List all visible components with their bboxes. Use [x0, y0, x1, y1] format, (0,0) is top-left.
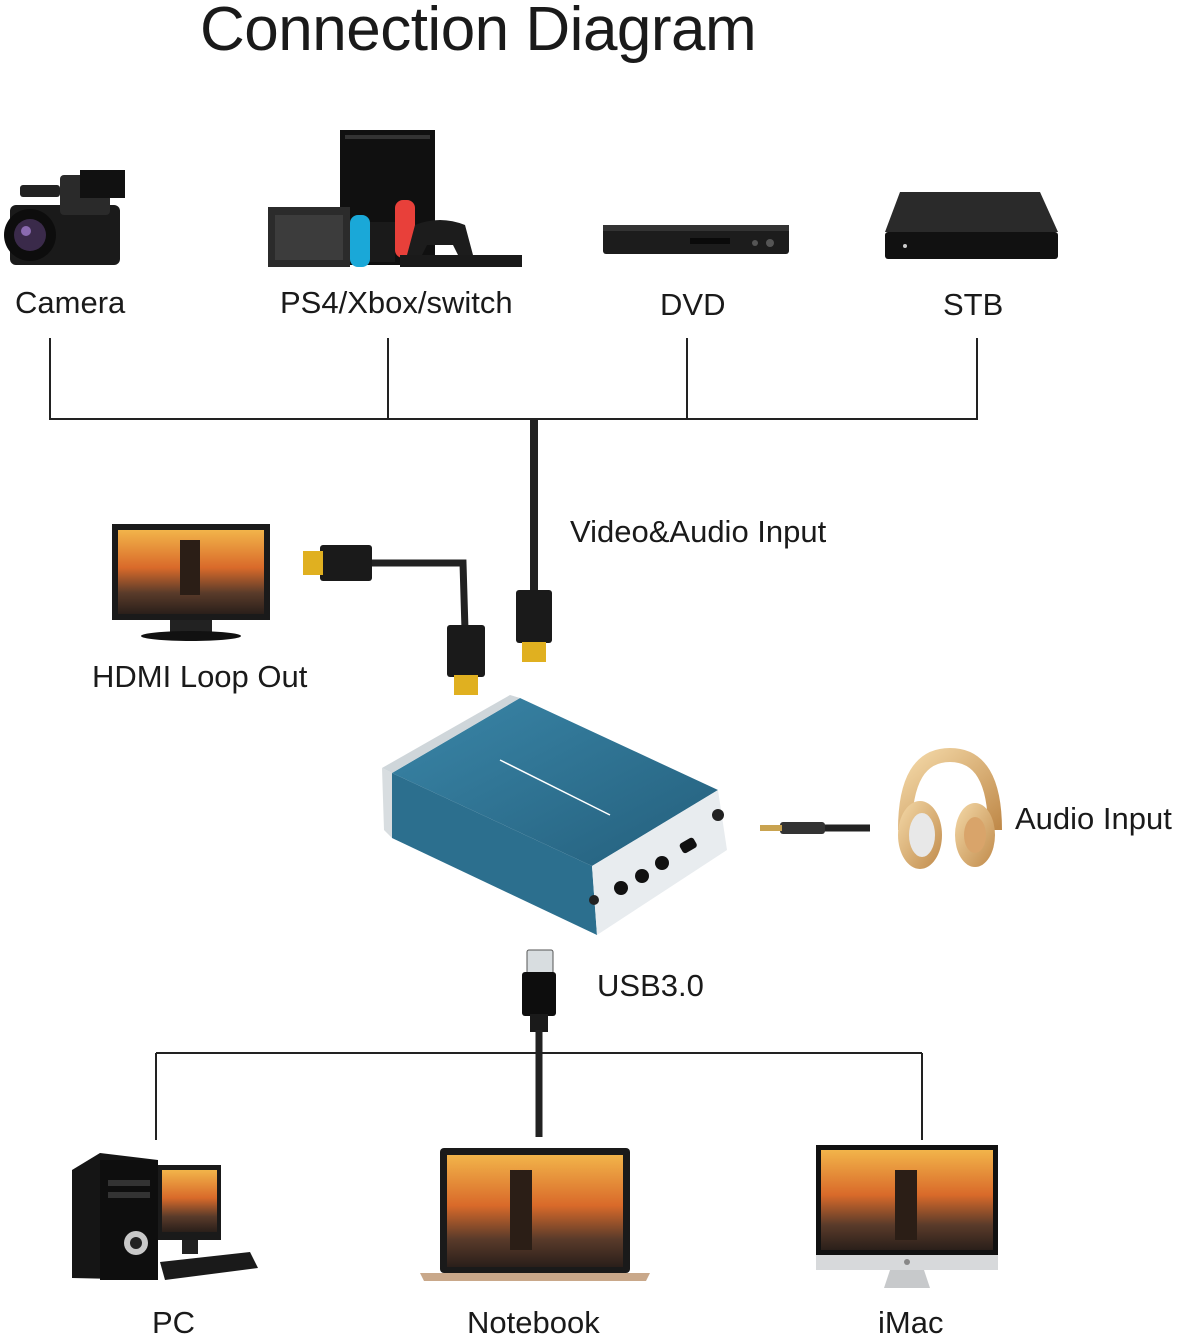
- hdmi-loop-cable: [303, 545, 485, 695]
- source-label-camera: Camera: [15, 285, 126, 320]
- capture-device: [382, 695, 727, 935]
- camcorder-icon: [4, 170, 125, 265]
- source-bus-lines: [49, 338, 978, 420]
- hdmi-loop-out-label: HDMI Loop Out: [92, 659, 308, 694]
- hdmi-input-cable: [516, 420, 552, 662]
- audio-cable: [760, 822, 870, 834]
- dvd-player-icon: [603, 225, 789, 254]
- source-label-console: PS4/Xbox/switch: [280, 285, 513, 320]
- target-label-pc: PC: [152, 1305, 196, 1340]
- page-title: Connection Diagram: [200, 0, 757, 64]
- target-bus-lines: [155, 1052, 923, 1140]
- laptop-icon: [420, 1148, 650, 1281]
- imac-icon: [816, 1145, 998, 1288]
- headphones-icon: [898, 747, 1002, 869]
- monitor-icon: [112, 524, 270, 641]
- usb-cable: [522, 949, 556, 1137]
- target-label-imac: iMac: [878, 1305, 944, 1340]
- source-label-dvd: DVD: [660, 287, 726, 322]
- target-label-notebook: Notebook: [467, 1305, 600, 1340]
- game-console-icon: [268, 130, 522, 267]
- set-top-box-icon: [885, 192, 1058, 259]
- source-label-stb: STB: [943, 287, 1004, 322]
- video-audio-input-label: Video&Audio Input: [570, 514, 827, 549]
- desktop-pc-icon: [72, 1153, 258, 1280]
- audio-input-label: Audio Input: [1015, 801, 1172, 836]
- usb-label: USB3.0: [597, 968, 704, 1003]
